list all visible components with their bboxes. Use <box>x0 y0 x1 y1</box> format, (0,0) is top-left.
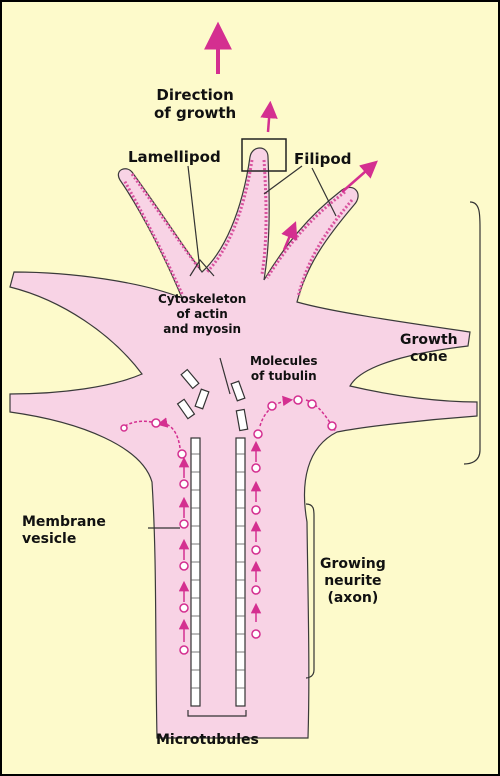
neurite-bracket <box>305 503 315 679</box>
vesicle-fusion-right <box>259 395 337 433</box>
label-membrane-line2: vesicle <box>22 531 77 547</box>
microtubules-bracket <box>187 710 247 717</box>
vesicle-fusion-left <box>120 417 181 449</box>
membrane-accent <box>122 159 354 298</box>
label-tubulin: Molecules of tubulin <box>250 354 318 384</box>
label-cytoskeleton-line2: of actin <box>176 307 228 321</box>
label-cytoskeleton-line1: Cytoskeleton <box>158 292 247 306</box>
microtubule-right <box>235 437 246 707</box>
label-cytoskeleton-line3: and myosin <box>163 322 242 336</box>
label-pointers <box>148 165 337 529</box>
label-neurite-line2: neurite <box>324 573 382 589</box>
label-tubulin-line1: Molecules <box>250 354 318 368</box>
label-growth-cone-line2: cone <box>410 349 448 365</box>
membrane-vesicles-left <box>177 449 190 655</box>
tubulin-molecules <box>176 368 249 432</box>
label-growth-cone-line1: Growth <box>400 332 458 348</box>
label-filipod: Filipod <box>294 150 352 168</box>
label-direction-line1: Direction <box>156 86 234 104</box>
membrane-vesicles-right <box>250 429 263 639</box>
label-growth-cone: Growth cone <box>400 332 458 366</box>
highlight-box <box>241 138 287 172</box>
label-microtubules: Microtubules <box>156 732 259 748</box>
microtubule-left <box>190 437 201 707</box>
label-membrane-line1: Membrane <box>22 514 106 530</box>
label-membrane-vesicle: Membrane vesicle <box>22 514 106 548</box>
label-direction-line2: of growth <box>154 104 237 122</box>
label-cytoskeleton: Cytoskeleton of actin and myosin <box>158 292 246 337</box>
label-neurite-line3: (axon) <box>327 590 379 606</box>
label-lamellipod: Lamellipod <box>128 148 221 166</box>
label-growing-neurite: Growing neurite (axon) <box>320 556 386 607</box>
growth-cone-bracket <box>463 201 481 465</box>
growth-arrows <box>204 21 378 251</box>
label-tubulin-line2: of tubulin <box>250 369 317 383</box>
label-direction-of-growth: Direction of growth <box>154 86 236 122</box>
label-neurite-line1: Growing <box>320 556 386 572</box>
